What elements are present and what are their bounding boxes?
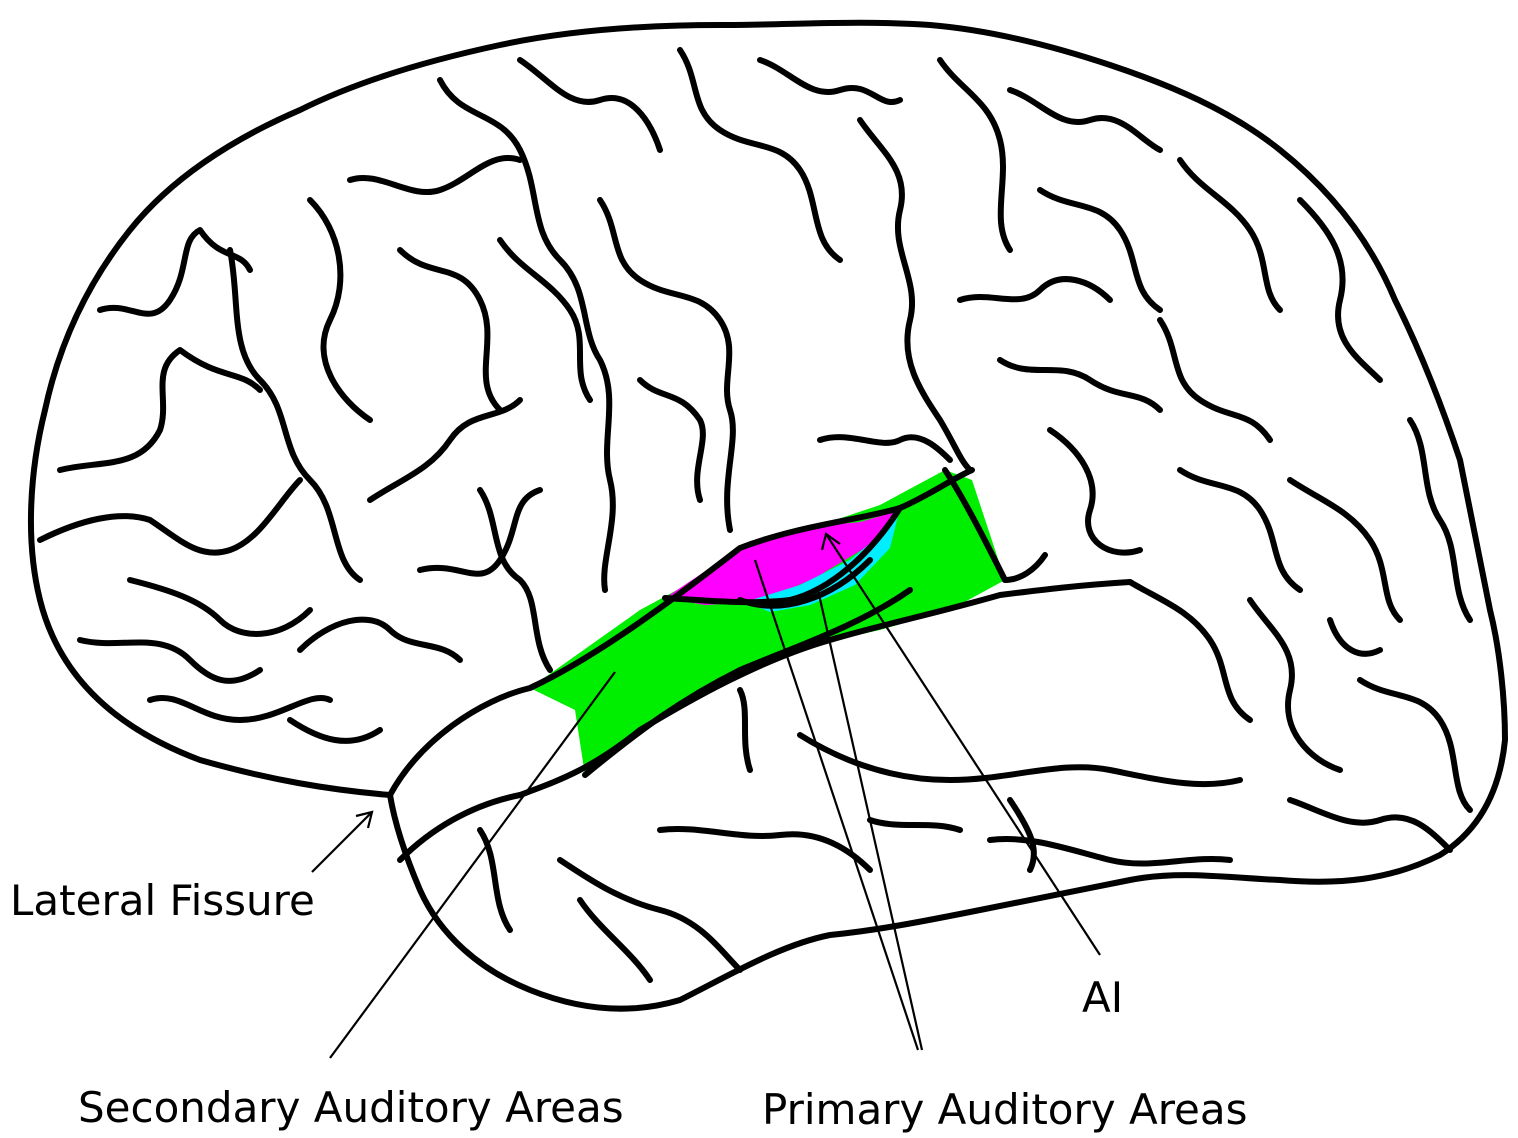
gyrus-line-29 <box>1300 200 1380 380</box>
gyrus-line-39 <box>1290 800 1450 850</box>
gyrus-line-34 <box>1180 470 1300 590</box>
gyrus-line-24 <box>940 60 1010 250</box>
gyrus-line-32 <box>820 437 950 460</box>
gyrus-line-43 <box>660 829 870 870</box>
secondary-auditory-area-region <box>530 470 1005 775</box>
gyrus-line-18 <box>680 50 840 260</box>
gyrus-line-41 <box>1130 582 1250 720</box>
gyrus-line-9 <box>350 158 520 192</box>
gyrus-line-38 <box>1360 680 1470 810</box>
gyrus-line-8 <box>310 200 370 420</box>
gyrus-line-23 <box>860 120 970 470</box>
gyrus-line-28 <box>1180 160 1280 310</box>
brain-outline-group <box>31 23 1505 1009</box>
gyrus-line-14 <box>290 720 380 741</box>
label-lateral-fissure: Lateral Fissure <box>10 876 315 925</box>
gyrus-line-46 <box>870 820 960 830</box>
gyrus-line-12 <box>300 620 460 660</box>
brain-outline <box>31 23 1505 1009</box>
gyrus-line-19 <box>760 60 900 102</box>
gyrus-line-4 <box>80 640 260 681</box>
gyrus-line-11 <box>370 400 520 500</box>
gyrus-line-49 <box>740 690 750 770</box>
gyrus-line-45 <box>560 860 740 970</box>
gyrus-line-40 <box>1330 620 1380 654</box>
gyrus-line-36 <box>1410 420 1470 620</box>
gyrus-line-30 <box>1160 320 1270 440</box>
label-primary-auditory-areas: Primary Auditory Areas <box>762 1085 1248 1134</box>
gyrus-line-22 <box>640 380 703 500</box>
gyrus-line-25 <box>1010 90 1160 150</box>
gyrus-line-2 <box>60 350 260 470</box>
gyrus-line-17 <box>600 200 733 530</box>
gyrus-line-5 <box>150 698 330 720</box>
gyrus-line-31 <box>1000 360 1160 410</box>
gyrus-line-16 <box>520 60 660 150</box>
gyrus-line-33 <box>1050 430 1140 553</box>
gyrus-line-15 <box>440 80 613 590</box>
gyrus-line-47 <box>480 830 510 930</box>
gyrus-line-10 <box>400 250 500 410</box>
gyrus-line-6 <box>130 580 310 634</box>
gyrus-line-20 <box>500 240 590 400</box>
label-ai: AI <box>1082 973 1123 1022</box>
gyrus-line-37 <box>1250 600 1340 770</box>
gyrus-line-3 <box>40 480 300 553</box>
gyrus-line-35 <box>1290 480 1400 620</box>
gyrus-line-13 <box>420 490 540 574</box>
gyrus-line-48 <box>580 900 650 980</box>
label-secondary-auditory-areas: Secondary Auditory Areas <box>78 1083 624 1132</box>
gyrus-line-27 <box>960 279 1110 300</box>
pointer-lateral-fissure <box>312 812 372 872</box>
gyrus-line-42 <box>800 735 1240 784</box>
